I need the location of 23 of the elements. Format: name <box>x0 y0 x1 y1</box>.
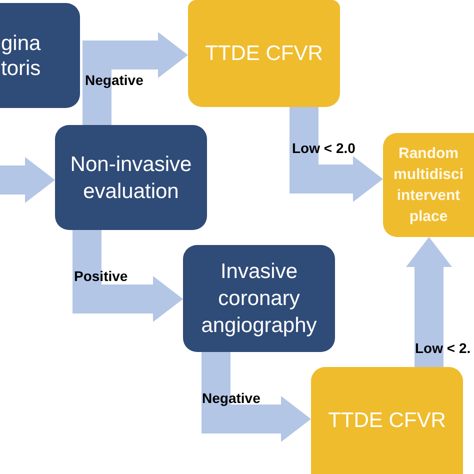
process-box <box>383 133 474 237</box>
box-label: gina toris <box>1 30 42 80</box>
block-arrow <box>82 32 188 125</box>
process-box <box>188 0 340 107</box>
block-arrow <box>72 230 183 322</box>
process-box <box>0 3 80 108</box>
block-arrow <box>290 107 383 202</box>
edge-label: Positive <box>74 267 128 285</box>
block-arrow <box>202 352 311 442</box>
box-label: TTDE CFVR <box>205 41 323 67</box>
block-arrow <box>0 157 55 203</box>
edge-label: Negative <box>85 71 144 89</box>
edge-label: Low < 2. <box>415 339 471 357</box>
edge-label: Low < 2.0 <box>292 139 356 157</box>
box-label: Invasive coronary angiography <box>200 259 318 339</box>
edge-label: Negative <box>202 389 260 407</box>
process-box <box>311 367 463 474</box>
block-arrow <box>406 237 452 367</box>
process-box <box>55 125 207 230</box>
box-label: Non-invasive evaluation <box>69 152 193 204</box>
box-label: TTDE CFVR <box>328 408 446 434</box>
box-label: Random multidisci intervent place <box>392 144 464 227</box>
process-box <box>183 245 335 352</box>
